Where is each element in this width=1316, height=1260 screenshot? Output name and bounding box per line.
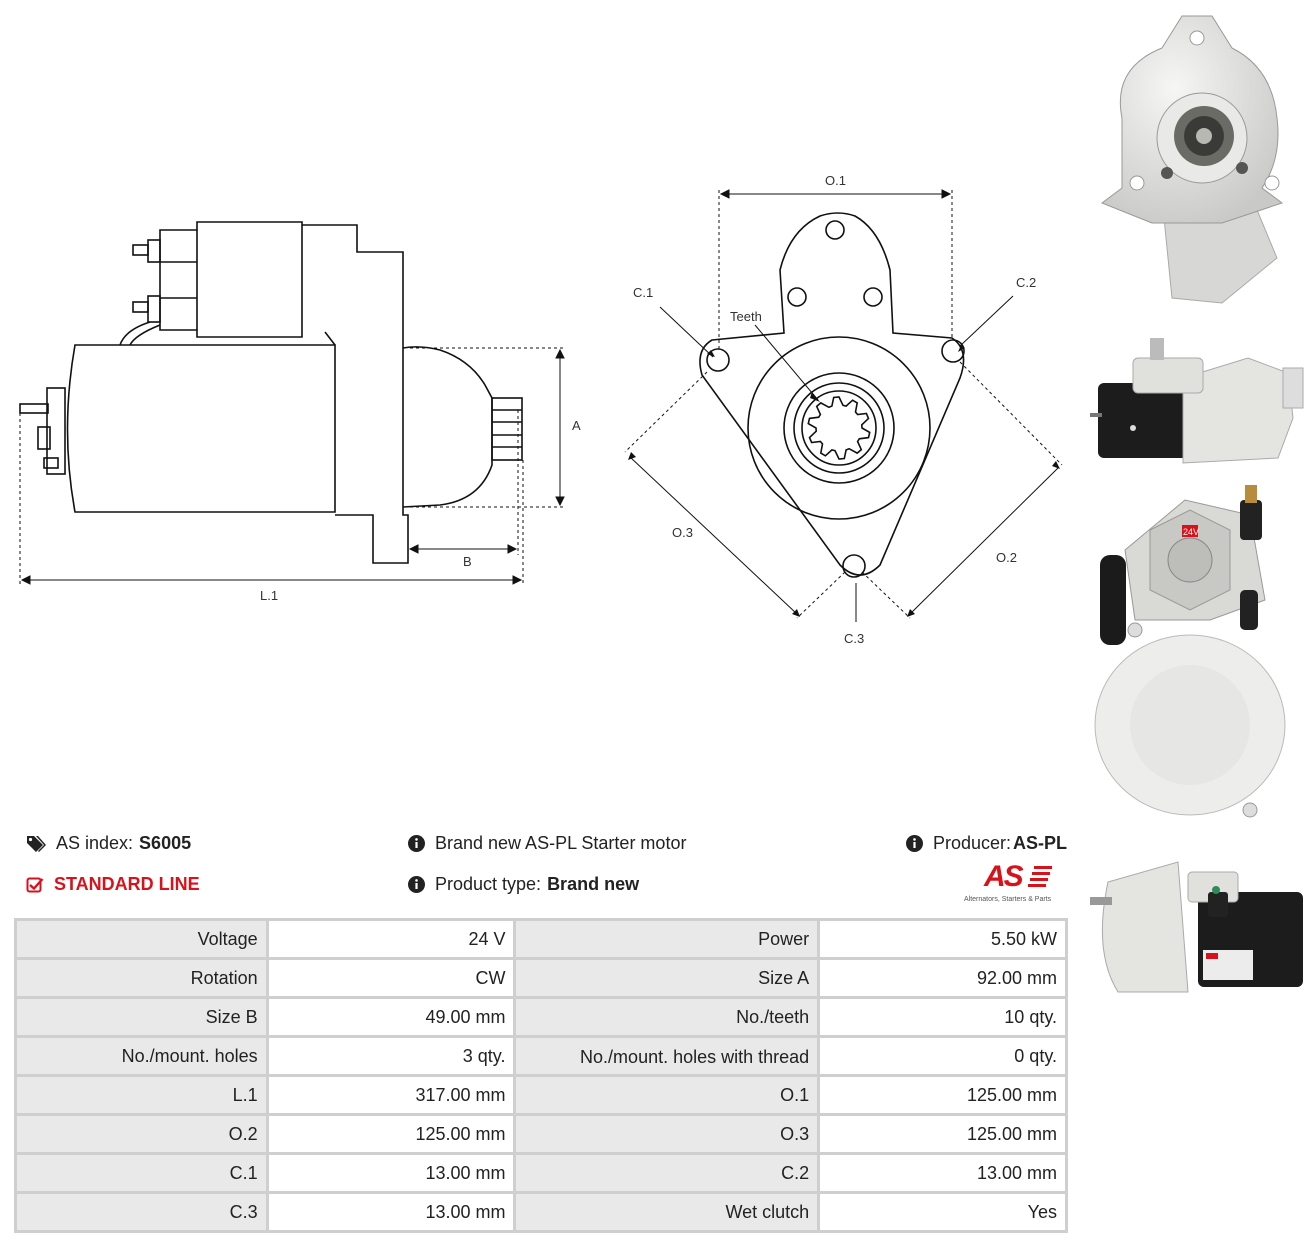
spec-label: O.2 xyxy=(17,1116,266,1152)
front-view-drawing: O.1 C.1 C.2 Teeth O.3 O.2 C.3 xyxy=(624,173,1063,646)
spec-label: Voltage xyxy=(17,921,266,957)
dim-label-o1: O.1 xyxy=(825,173,846,188)
spec-label: L.1 xyxy=(17,1077,266,1113)
as-index-label: AS index: xyxy=(56,833,134,853)
dim-label-c3: C.3 xyxy=(844,631,864,646)
logo-tagline: Alternators, Starters & Parts xyxy=(964,896,1052,903)
dim-label-b: B xyxy=(463,554,472,569)
tags-icon xyxy=(26,835,46,853)
info-icon xyxy=(408,876,425,893)
spec-label: C.2 xyxy=(516,1155,818,1191)
as-index-value: S6005 xyxy=(139,833,192,853)
spec-value: 92.00 mm xyxy=(820,960,1065,996)
spec-label: Power xyxy=(516,921,818,957)
spec-value: 5.50 kW xyxy=(820,921,1065,957)
spec-label: Size A xyxy=(516,960,818,996)
info-icon xyxy=(906,835,923,852)
standard-line-badge: STANDARD LINE xyxy=(26,874,200,895)
info-icon xyxy=(408,835,425,852)
as-index: AS index: S6005 xyxy=(26,833,191,854)
spec-value: 0 qty. xyxy=(820,1038,1065,1074)
spec-value: Yes xyxy=(820,1194,1065,1230)
product-description: Brand new AS-PL Starter motor xyxy=(408,833,686,854)
product-photo-solenoid-side[interactable] xyxy=(1088,842,1310,1000)
dim-label-l1: L.1 xyxy=(260,588,278,603)
as-pl-logo: AS Alternators, Starters & Parts xyxy=(962,862,1068,906)
check-square-icon xyxy=(26,876,44,894)
producer: Producer: AS-PL xyxy=(906,833,1067,854)
spec-value: 125.00 mm xyxy=(820,1116,1065,1152)
spec-value: 13.00 mm xyxy=(268,1194,514,1230)
producer-label: Producer: xyxy=(933,833,1012,853)
spec-label: No./teeth xyxy=(516,999,818,1035)
spec-value: 317.00 mm xyxy=(268,1077,514,1113)
product-photo-rear[interactable]: 24V xyxy=(1090,480,1312,830)
dim-label-c2: C.2 xyxy=(1016,275,1036,290)
spec-label: Size B xyxy=(17,999,266,1035)
product-type: Product type: Brand new xyxy=(408,874,639,895)
spec-value: 13.00 mm xyxy=(820,1155,1065,1191)
spec-label: C.1 xyxy=(17,1155,266,1191)
dim-label-a: A xyxy=(572,418,581,433)
product-type-label: Product type: xyxy=(435,874,542,894)
spec-label: No./mount. holes xyxy=(17,1038,266,1074)
description-text: Brand new AS-PL Starter motor xyxy=(435,833,687,853)
logo-mark: AS xyxy=(984,860,1024,893)
spec-value: 13.00 mm xyxy=(268,1155,514,1191)
spec-value: CW xyxy=(268,960,514,996)
spec-value: 3 qty. xyxy=(268,1038,514,1074)
dim-label-o2: O.2 xyxy=(996,550,1017,565)
spec-label: Rotation xyxy=(17,960,266,996)
spec-label: O.1 xyxy=(516,1077,818,1113)
spec-value: 24 V xyxy=(268,921,514,957)
producer-value: AS-PL xyxy=(1013,833,1068,853)
product-type-value: Brand new xyxy=(547,874,640,894)
spec-label: C.3 xyxy=(17,1194,266,1230)
dim-label-o3: O.3 xyxy=(672,525,693,540)
spec-label: O.3 xyxy=(516,1116,818,1152)
spec-value: 10 qty. xyxy=(820,999,1065,1035)
spec-value: 125.00 mm xyxy=(268,1116,514,1152)
spec-value: 125.00 mm xyxy=(820,1077,1065,1113)
voltage-badge: 24V xyxy=(1183,527,1199,537)
dim-label-c1: C.1 xyxy=(633,285,653,300)
standard-line-label: STANDARD LINE xyxy=(54,874,200,894)
spec-label: Wet clutch xyxy=(516,1194,818,1230)
side-view-drawing: A B L.1 xyxy=(19,221,581,603)
spec-label: No./mount. holes with thread xyxy=(516,1038,818,1074)
spec-value: 49.00 mm xyxy=(268,999,514,1035)
product-photo-side[interactable] xyxy=(1088,318,1310,473)
dim-label-teeth: Teeth xyxy=(730,309,762,324)
product-photo-front[interactable] xyxy=(1092,8,1292,318)
